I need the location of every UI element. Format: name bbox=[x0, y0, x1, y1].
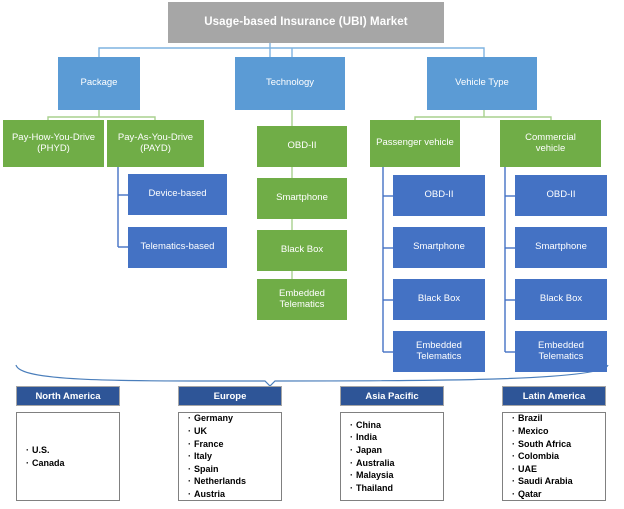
region-header-latin-america[interactable]: Latin America bbox=[502, 386, 606, 406]
region-country-item: Netherlands bbox=[188, 475, 281, 488]
region-country-item: China bbox=[350, 419, 443, 432]
region-body-europe: GermanyUKFranceItalySpainNetherlandsAust… bbox=[178, 412, 282, 501]
node-commercial-obd-ii[interactable]: OBD-II bbox=[515, 175, 607, 216]
region-country-item: UAE bbox=[512, 463, 605, 476]
region-brace bbox=[15, 364, 609, 387]
node-passenger-obd-ii[interactable]: OBD-II bbox=[393, 175, 485, 216]
region-country-item: France bbox=[188, 438, 281, 451]
region-country-list-latin-america: BrazilMexicoSouth AfricaColombiaUAESaudi… bbox=[503, 412, 605, 500]
region-country-item: Spain bbox=[188, 463, 281, 476]
region-country-list-europe: GermanyUKFranceItalySpainNetherlandsAust… bbox=[179, 412, 281, 500]
node-phyd[interactable]: Pay-How-You-Drive (PHYD) bbox=[3, 120, 104, 167]
region-country-item: Australia bbox=[350, 457, 443, 470]
node-vehicle-type[interactable]: Vehicle Type bbox=[427, 57, 537, 110]
region-country-item: UK bbox=[188, 425, 281, 438]
region-country-item: Qatar bbox=[512, 488, 605, 501]
node-commercial-vehicle[interactable]: Commercial vehicle bbox=[500, 120, 601, 167]
region-country-item: U.S. bbox=[26, 444, 119, 457]
region-country-item: Colombia bbox=[512, 450, 605, 463]
node-technology-black-box[interactable]: Black Box bbox=[257, 230, 347, 271]
node-root[interactable]: Usage-based Insurance (UBI) Market bbox=[168, 2, 444, 43]
node-passenger-vehicle[interactable]: Passenger vehicle bbox=[370, 120, 460, 167]
node-passenger-embedded-telematics[interactable]: Embedded Telematics bbox=[393, 331, 485, 372]
connector-package-bus bbox=[47, 116, 156, 120]
region-country-item: Canada bbox=[26, 457, 119, 470]
region-country-item: Germany bbox=[188, 412, 281, 425]
node-telematics-based[interactable]: Telematics-based bbox=[128, 227, 227, 268]
region-body-latin-america: BrazilMexicoSouth AfricaColombiaUAESaudi… bbox=[502, 412, 606, 501]
node-passenger-black-box[interactable]: Black Box bbox=[393, 279, 485, 320]
region-country-item: Brazil bbox=[512, 412, 605, 425]
node-commercial-smartphone[interactable]: Smartphone bbox=[515, 227, 607, 268]
region-country-list-north-america: U.S.Canada bbox=[17, 444, 119, 469]
node-technology-obd-ii[interactable]: OBD-II bbox=[257, 126, 347, 167]
region-header-europe[interactable]: Europe bbox=[178, 386, 282, 406]
connector-vehicletype-bus bbox=[414, 116, 552, 120]
node-technology-smartphone[interactable]: Smartphone bbox=[257, 178, 347, 219]
region-country-item: Thailand bbox=[350, 482, 443, 495]
node-passenger-smartphone[interactable]: Smartphone bbox=[393, 227, 485, 268]
region-body-asia-pacific: ChinaIndiaJapanAustraliaMalaysiaThailand bbox=[340, 412, 444, 501]
node-commercial-embedded-telematics[interactable]: Embedded Telematics bbox=[515, 331, 607, 372]
region-country-item: South Africa bbox=[512, 438, 605, 451]
region-header-asia-pacific[interactable]: Asia Pacific bbox=[340, 386, 444, 406]
node-technology[interactable]: Technology bbox=[235, 57, 345, 110]
region-country-item: Mexico bbox=[512, 425, 605, 438]
region-header-north-america[interactable]: North America bbox=[16, 386, 120, 406]
region-country-item: Austria bbox=[188, 488, 281, 501]
region-country-item: Saudi Arabia bbox=[512, 475, 605, 488]
region-country-item: Japan bbox=[350, 444, 443, 457]
region-country-list-asia-pacific: ChinaIndiaJapanAustraliaMalaysiaThailand bbox=[341, 419, 443, 495]
node-payd[interactable]: Pay-As-You-Drive (PAYD) bbox=[107, 120, 204, 167]
node-commercial-black-box[interactable]: Black Box bbox=[515, 279, 607, 320]
region-country-item: Malaysia bbox=[350, 469, 443, 482]
region-body-north-america: U.S.Canada bbox=[16, 412, 120, 501]
region-country-item: India bbox=[350, 431, 443, 444]
node-package[interactable]: Package bbox=[58, 57, 140, 110]
node-device-based[interactable]: Device-based bbox=[128, 174, 227, 215]
region-country-item: Italy bbox=[188, 450, 281, 463]
node-technology-embedded-telematics[interactable]: Embedded Telematics bbox=[257, 279, 347, 320]
